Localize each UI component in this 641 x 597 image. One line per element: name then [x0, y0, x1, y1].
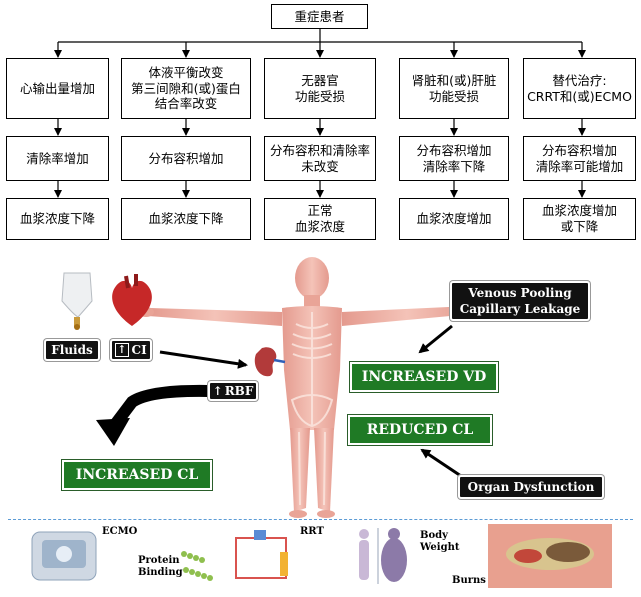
increased-vd-box: INCREASED VD — [350, 362, 498, 392]
rrt-label: RRT — [300, 526, 324, 537]
effect-box-2: 分布容积增加 — [121, 136, 251, 181]
result-box-1: 血浆浓度下降 — [6, 198, 109, 240]
cause-box-3: 无器官 功能受损 — [264, 58, 376, 119]
cause-box-4: 肾脏和(或)肝脏 功能受损 — [399, 58, 509, 119]
ecmo-label: ECMO — [102, 526, 138, 537]
root-box-critical-patient: 重症患者 — [271, 4, 368, 29]
section-divider — [8, 519, 633, 520]
effect-box-5: 分布容积增加 清除率可能增加 — [523, 136, 636, 181]
venous-pooling-label: Venous Pooling Capillary Leakage — [450, 281, 590, 321]
result-box-5: 血浆浓度增加 或下降 — [523, 198, 636, 240]
burn-wound-image — [488, 524, 612, 588]
up-arrow-icon: ↑ — [212, 383, 223, 398]
arrow-organ-to-cl — [420, 448, 465, 480]
effect-box-3: 分布容积和清除率 未改变 — [264, 136, 376, 181]
increased-cl-box: INCREASED CL — [62, 460, 212, 490]
body-weight-silhouettes-icon — [359, 528, 407, 584]
rbf-text: RBF — [224, 383, 254, 398]
iv-fluid-bag-icon — [61, 272, 93, 330]
burns-label: Burns — [452, 575, 486, 586]
effect-box-1: 清除率增加 — [6, 136, 109, 181]
rbf-label: ↑RBF — [208, 381, 258, 401]
body-weight-label: Body Weight — [420, 530, 460, 553]
ecmo-machine-icon — [31, 531, 97, 581]
reduced-cl-box: REDUCED CL — [348, 415, 492, 445]
fluids-label: Fluids — [44, 339, 100, 361]
effect-box-4: 分布容积增加 清除率下降 — [399, 136, 509, 181]
arrow-ci-to-kidney — [159, 350, 248, 369]
kidney-icon — [254, 347, 286, 377]
heart-icon — [112, 274, 152, 326]
flowchart-connectors — [54, 29, 586, 198]
organ-dysfunction-label: Organ Dysfunction — [458, 475, 604, 499]
result-box-2: 血浆浓度下降 — [121, 198, 251, 240]
protein-chain-icon — [181, 551, 213, 581]
ci-text: CI — [131, 342, 147, 357]
rrt-circuit-icon — [235, 530, 288, 579]
cause-box-1: 心输出量增加 — [6, 58, 109, 119]
up-arrow-icon: ↑ — [115, 343, 129, 357]
human-body-illustration — [138, 257, 484, 518]
ci-label: ↑CI — [110, 339, 152, 361]
cause-box-5: 替代治疗: CRRT和(或)ECMO — [523, 58, 636, 119]
result-box-4: 血浆浓度增加 — [399, 198, 509, 240]
arrow-venous-to-vd — [418, 324, 453, 354]
result-box-3: 正常 血浆浓度 — [264, 198, 376, 240]
illustration-arrows — [96, 324, 465, 480]
protein-binding-label: Protein Binding — [138, 555, 183, 578]
curved-arrow-rbf-to-cl — [109, 384, 209, 430]
cause-box-2: 体液平衡改变 第三间隙和(或)蛋白 结合率改变 — [121, 58, 251, 119]
